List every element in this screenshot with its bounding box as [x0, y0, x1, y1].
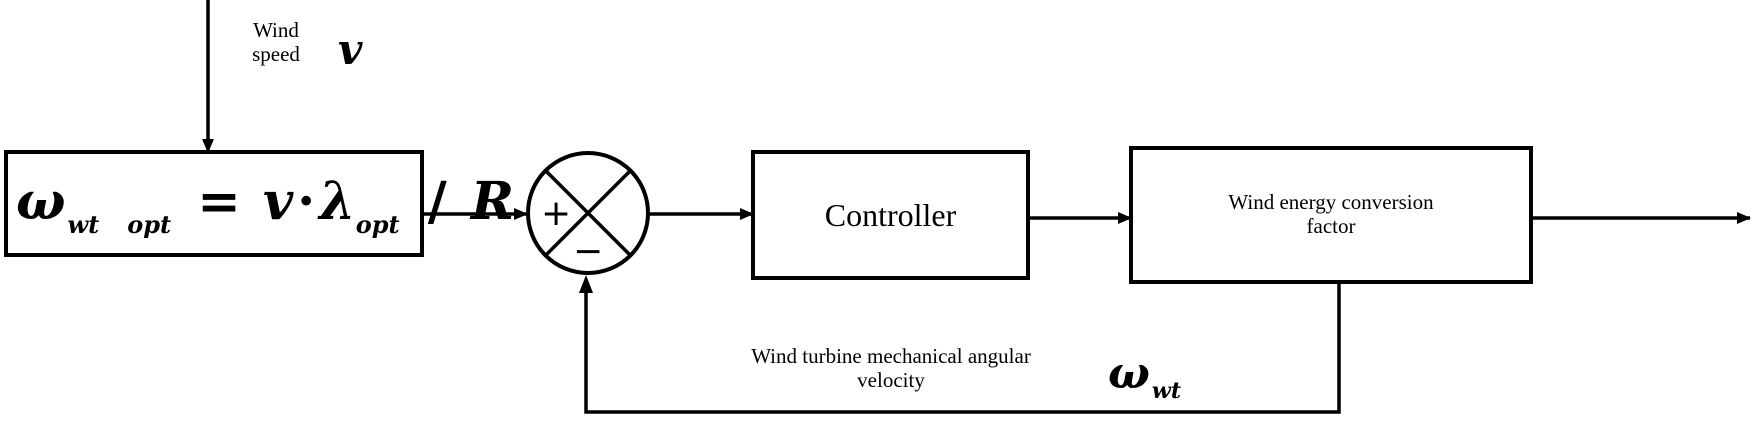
feedback-label: Wind turbine mechanical angular velocity: [706, 344, 1076, 392]
feedback-omega: ωwt: [1108, 352, 1181, 403]
feedback-arrowhead: [579, 275, 593, 293]
summing-junction: [526, 151, 650, 275]
conversion-factor-label-line1: Wind energy conversion: [1228, 190, 1434, 214]
omega-symbol: ω: [16, 171, 66, 232]
controller-block: [751, 150, 1030, 280]
feedback-path: [584, 283, 1341, 414]
dot-operator: ·: [297, 171, 316, 232]
conversion-factor-label: Wind energy conversion factor: [1131, 190, 1531, 238]
wind-speed-label-line1: Wind: [253, 18, 299, 42]
v-symbol: v: [262, 171, 294, 232]
optimal-speed-block: [4, 150, 424, 257]
feedback-omega-subscript: wt: [1151, 378, 1182, 404]
controller-label: Controller: [824, 197, 957, 233]
plus-sign: +: [541, 193, 572, 234]
slash-operator: /: [427, 171, 447, 232]
equals-sign: =: [197, 171, 241, 232]
lambda-symbol: λ: [319, 171, 356, 232]
opt-subscript: opt: [127, 210, 172, 239]
feedback-label-line2: velocity: [857, 368, 925, 393]
feedback-label-line1: Wind turbine mechanical angular: [751, 344, 1031, 368]
conversion-factor-block: [1129, 146, 1533, 284]
wind-speed-symbol: v: [338, 25, 363, 74]
lambda-subscript: opt: [355, 210, 400, 239]
feedback-omega-symbol: ω: [1108, 348, 1150, 399]
conversion-factor-label-line2: factor: [1306, 214, 1356, 239]
radius-symbol: R: [470, 171, 515, 232]
omega-subscript: wt: [67, 210, 100, 239]
wind-speed-label-line2: speed: [252, 42, 300, 67]
wind-speed-label: Wind speed: [236, 18, 316, 66]
minus-sign: −: [573, 231, 604, 272]
